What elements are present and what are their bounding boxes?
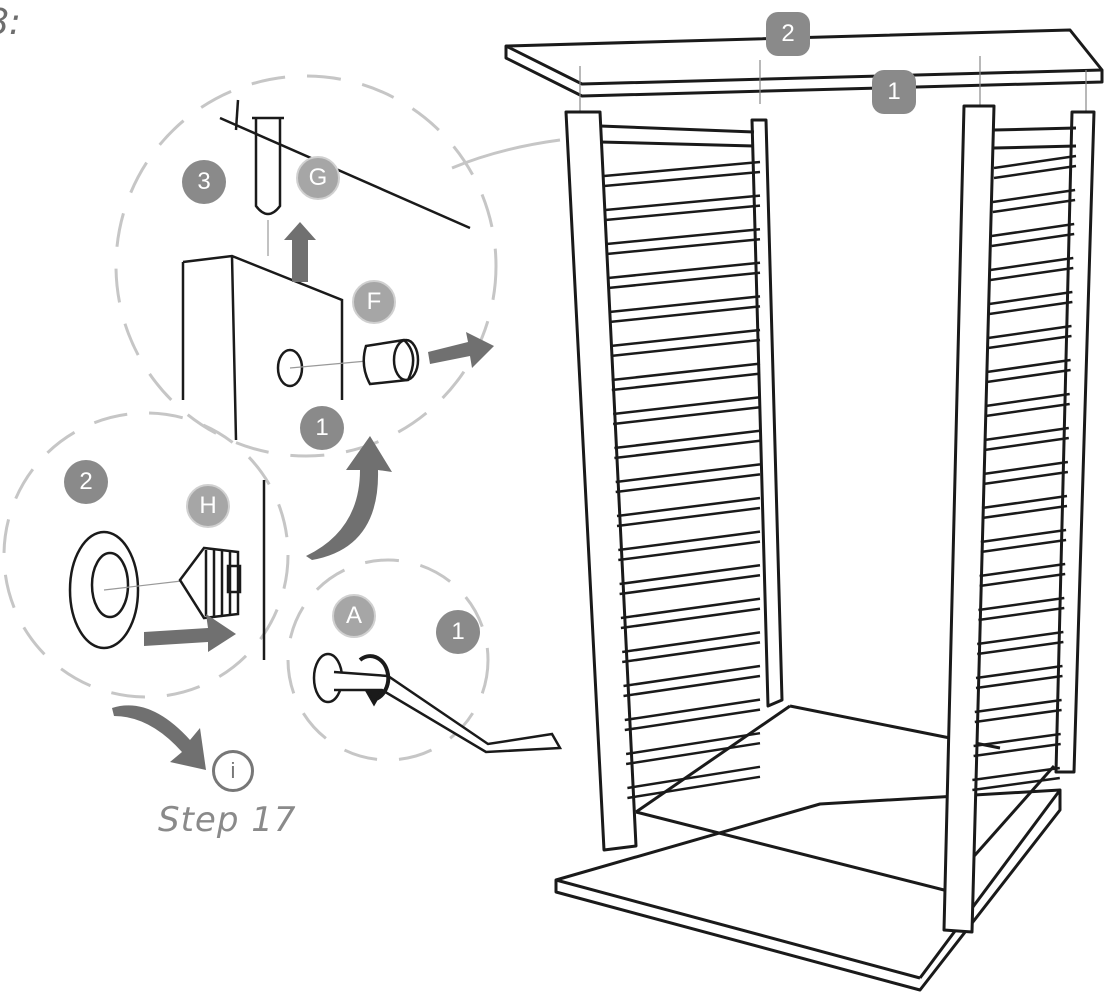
left-slat — [605, 194, 761, 222]
left-slat — [612, 395, 761, 426]
left-slat — [618, 530, 761, 562]
left-slat — [607, 261, 761, 290]
left-slat — [611, 362, 761, 392]
left-slat — [623, 664, 761, 698]
left-slat — [627, 765, 761, 800]
arrow-up-G — [284, 222, 316, 282]
callout-detail-1-b: 1 — [436, 610, 480, 654]
left-slat — [622, 631, 761, 664]
right-slat — [978, 596, 1065, 622]
left-slat — [625, 731, 761, 766]
detail-circle-bottom — [286, 558, 490, 762]
detail-circles — [2, 74, 498, 762]
right-slat — [993, 154, 1077, 180]
right-slat — [986, 358, 1071, 384]
left-slat — [624, 698, 761, 732]
callout-part-A: A — [332, 594, 376, 638]
right-slat — [979, 562, 1066, 588]
right-slat — [973, 732, 1061, 758]
arrow-curve-down — [112, 705, 206, 770]
right-slat — [987, 324, 1072, 350]
detail-top-drawing — [181, 99, 471, 441]
motion-arrows — [112, 222, 494, 770]
step-reference: Step 17 — [158, 800, 297, 840]
cabinet-drawing — [504, 28, 1104, 992]
cabinet-slats — [603, 154, 1077, 800]
left-slat — [614, 429, 761, 460]
callout-detail-3: 3 — [182, 160, 226, 204]
left-slat — [620, 597, 761, 630]
callout-top-panel-1: 1 — [872, 70, 916, 114]
callout-detail-2: 2 — [64, 460, 108, 504]
right-slat — [981, 494, 1068, 520]
detail-circle-top — [114, 74, 498, 458]
callout-top-panel-2: 2 — [766, 12, 810, 56]
step-title: 8: — [0, 2, 22, 43]
left-slat — [609, 295, 761, 324]
right-slat — [984, 426, 1069, 452]
callout-part-F: F — [352, 280, 396, 324]
right-slat — [983, 460, 1069, 486]
detail-bottom-drawing — [312, 652, 563, 754]
info-icon: i — [212, 750, 254, 792]
right-slat — [985, 392, 1070, 418]
detail-left-drawing — [68, 480, 266, 660]
left-slat — [606, 227, 761, 256]
right-slat — [972, 766, 1060, 792]
right-slat — [977, 630, 1064, 656]
detail-circle-left — [2, 411, 290, 699]
left-slat — [616, 496, 761, 528]
right-slat — [975, 664, 1063, 690]
right-slat — [990, 256, 1074, 282]
callout-detail-1-a: 1 — [300, 406, 344, 450]
callout-part-H: H — [186, 484, 230, 528]
arrow-curve-up — [306, 436, 392, 560]
right-slat — [991, 222, 1075, 248]
left-slat — [603, 160, 761, 188]
right-slat — [974, 698, 1062, 724]
left-slat — [615, 463, 761, 494]
right-slat — [980, 528, 1067, 554]
callout-part-G: G — [296, 156, 340, 200]
detail-leader — [451, 138, 561, 170]
right-slat — [992, 188, 1076, 214]
arrow-right-F — [428, 332, 494, 368]
arrow-right-H — [144, 614, 236, 652]
right-slat — [989, 290, 1073, 316]
left-slat — [610, 328, 761, 358]
left-slat — [619, 563, 761, 596]
